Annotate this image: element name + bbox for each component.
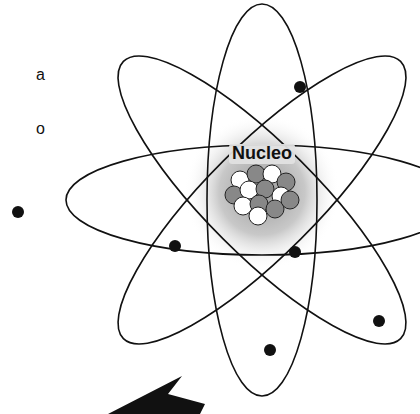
nucleus (225, 165, 299, 225)
nucleus-label: Nucleo (229, 144, 295, 164)
orbit (207, 4, 317, 396)
orbit (85, 23, 420, 378)
orbit (85, 23, 420, 378)
cut-off-text: o (36, 120, 45, 138)
electrons (12, 81, 385, 356)
cut-off-text: a (36, 66, 45, 84)
electron-orbits (66, 4, 420, 396)
pointer-arrow (108, 376, 205, 414)
